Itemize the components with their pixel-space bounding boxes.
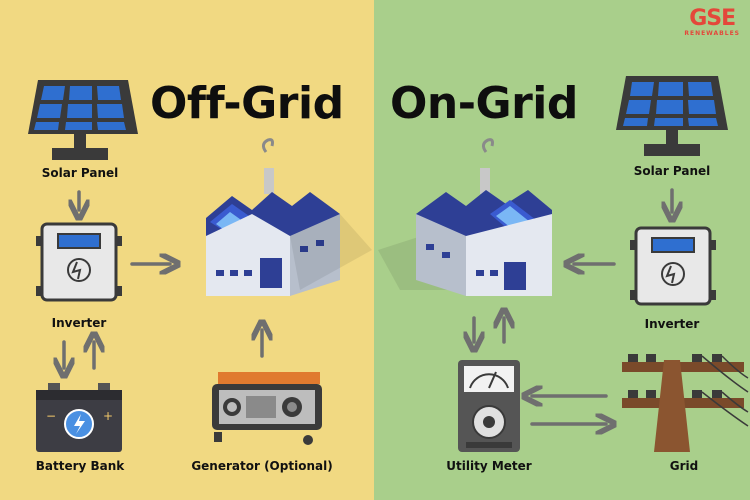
svg-text:+: +: [103, 409, 113, 423]
off-grid-inverter-label: Inverter: [51, 316, 107, 330]
on-grid-arrows: [474, 188, 672, 424]
generator-icon: [212, 372, 322, 445]
on-grid-solar-panel-label: Solar Panel: [633, 164, 711, 178]
off-grid-factory-icon: [206, 138, 372, 296]
off-grid-title: Off-Grid: [150, 78, 344, 129]
generator-label: Generator (Optional): [191, 459, 333, 473]
off-grid-arrows: [64, 190, 262, 368]
on-grid-inverter-label: Inverter: [644, 317, 700, 331]
logo-subtext: RENEWABLES: [684, 30, 740, 37]
svg-text:−: −: [46, 409, 56, 423]
off-grid-solar-panel-label: Solar Panel: [41, 166, 119, 180]
off-grid-solar-panel-icon: [28, 80, 138, 160]
gse-logo: GSE RENEWABLES: [684, 6, 740, 38]
utility-meter-icon: [458, 360, 520, 452]
grid-pole-icon: [622, 354, 749, 452]
battery-bank-icon: − +: [36, 383, 122, 452]
on-grid-title: On-Grid: [390, 78, 578, 129]
logo-text: GSE: [689, 6, 736, 31]
on-grid-solar-panel-icon: [616, 76, 728, 156]
grid-label: Grid: [669, 459, 699, 473]
battery-bank-label: Battery Bank: [35, 459, 125, 473]
on-grid-factory-icon: [378, 138, 552, 296]
off-grid-inverter-icon: [36, 222, 122, 302]
on-grid-inverter-icon: [630, 226, 716, 306]
utility-meter-label: Utility Meter: [446, 459, 532, 473]
